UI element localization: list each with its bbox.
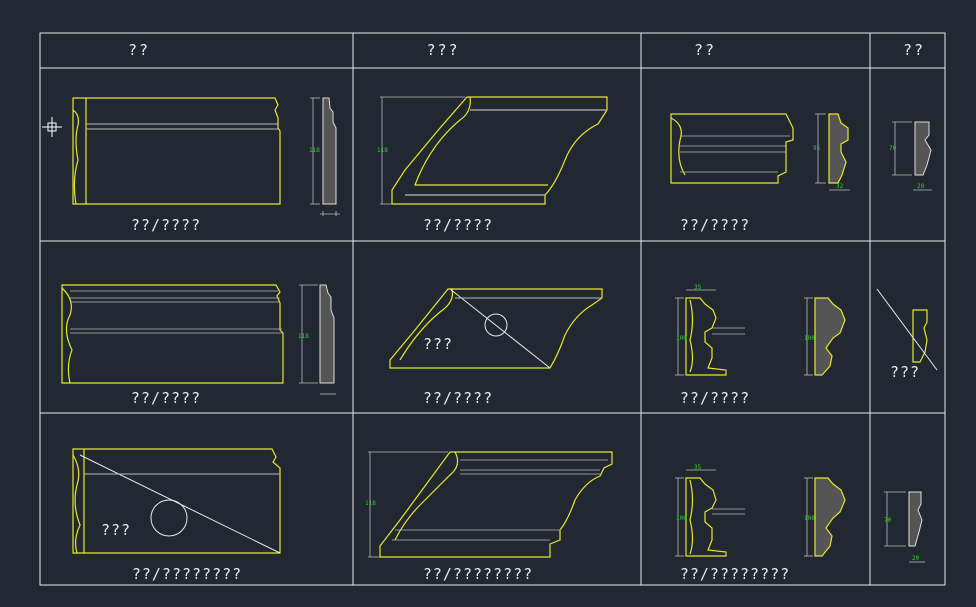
section-diagonal-r2c4 bbox=[876, 288, 938, 371]
dim-label: 100 bbox=[804, 335, 815, 342]
profile-lines-r3c3 bbox=[712, 508, 745, 515]
dim-label: 118 bbox=[365, 500, 376, 507]
caption-r2c2: ??/???? bbox=[422, 389, 494, 407]
dim-label: 118 bbox=[377, 147, 388, 154]
dim-label: 70 bbox=[889, 145, 897, 152]
dimension-r3c3-section bbox=[804, 477, 813, 557]
dim-label: 32 bbox=[836, 183, 844, 190]
tag-r3c1: ??? bbox=[100, 521, 132, 539]
dim-label: 20 bbox=[917, 183, 925, 190]
dim-label: 35 bbox=[694, 284, 702, 291]
tag-r2c2: ??? bbox=[422, 335, 454, 353]
caption-r3c1: ??/???????? bbox=[131, 565, 243, 583]
dimension-r2c3 bbox=[675, 289, 716, 376]
header-col2: ??? bbox=[426, 41, 460, 59]
dim-label: 100 bbox=[676, 335, 687, 342]
caption-r1c1: ??/???? bbox=[130, 216, 202, 234]
header-col1: ?? bbox=[127, 41, 151, 59]
table-grid bbox=[39, 32, 946, 586]
caption-r3c3: ??/???????? bbox=[679, 565, 791, 583]
dimension-r3c3 bbox=[675, 469, 716, 557]
section-diagonal-r2 bbox=[449, 288, 602, 369]
dimension-r1c4 bbox=[892, 121, 932, 191]
dim-label: 100 bbox=[804, 515, 815, 522]
dimension-r1c2 bbox=[380, 96, 465, 205]
profile-lines-r2c3 bbox=[712, 327, 745, 335]
skirting-section-r1[interactable] bbox=[322, 97, 337, 205]
crown-elevation-r1[interactable] bbox=[391, 96, 608, 205]
skirting-elevation-r2[interactable] bbox=[61, 284, 284, 384]
section-diagonal-r3 bbox=[79, 454, 281, 554]
profile-section-r2c3[interactable] bbox=[814, 297, 846, 376]
dimension-r1c1 bbox=[310, 97, 340, 216]
dim-label: 100 bbox=[676, 515, 687, 522]
profile-section-r3c3[interactable] bbox=[814, 477, 846, 557]
caption-r1c3: ??/???? bbox=[679, 216, 751, 234]
dimension-r2c3-section bbox=[804, 297, 813, 376]
dim-label: 35 bbox=[694, 464, 702, 471]
dimension-r1c3 bbox=[815, 113, 850, 191]
crown-elevation-r2[interactable] bbox=[389, 288, 603, 369]
moulding-section-r1c3[interactable] bbox=[828, 113, 849, 184]
dimension-r3c4 bbox=[884, 491, 925, 563]
caption-r3c2: ??/???????? bbox=[422, 565, 534, 583]
profile-elevation-r2c3[interactable] bbox=[685, 297, 727, 376]
dim-label: 118 bbox=[298, 333, 309, 340]
header-col3: ?? bbox=[693, 41, 717, 59]
skirting-inner-lines-r2 bbox=[70, 290, 283, 334]
dimension-r3c2 bbox=[368, 451, 448, 558]
moulding-lines-r1c3 bbox=[680, 135, 790, 173]
skirting-inner-lines-r1 bbox=[86, 123, 278, 130]
header-col4: ?? bbox=[902, 41, 926, 59]
crosshair-cursor-icon bbox=[42, 117, 62, 137]
dim-label: 95 bbox=[813, 145, 821, 152]
crown-elevation-r3[interactable] bbox=[379, 451, 613, 558]
section-r2c4[interactable] bbox=[912, 309, 928, 363]
dim-label: 118 bbox=[309, 147, 320, 154]
caption-r2c1: ??/???? bbox=[130, 389, 202, 407]
skirting-elevation-r1[interactable] bbox=[72, 97, 281, 205]
moulding-elevation-r1c3[interactable] bbox=[670, 113, 794, 184]
dimension-r2c1 bbox=[299, 284, 336, 395]
profile-elevation-r3c3[interactable] bbox=[685, 477, 727, 557]
section-r1c4[interactable] bbox=[914, 121, 932, 176]
section-r3c4[interactable] bbox=[908, 491, 923, 547]
dim-label: 70 bbox=[884, 517, 892, 524]
tag-r2c4: ??? bbox=[889, 363, 921, 381]
caption-r2c3: ??/???? bbox=[679, 389, 751, 407]
dim-label: 20 bbox=[912, 555, 920, 562]
caption-r1c2: ??/???? bbox=[422, 216, 494, 234]
crown-lines-r3 bbox=[392, 459, 608, 541]
skirting-section-r2[interactable] bbox=[319, 284, 335, 384]
skirting-elevation-r3[interactable] bbox=[72, 448, 281, 554]
